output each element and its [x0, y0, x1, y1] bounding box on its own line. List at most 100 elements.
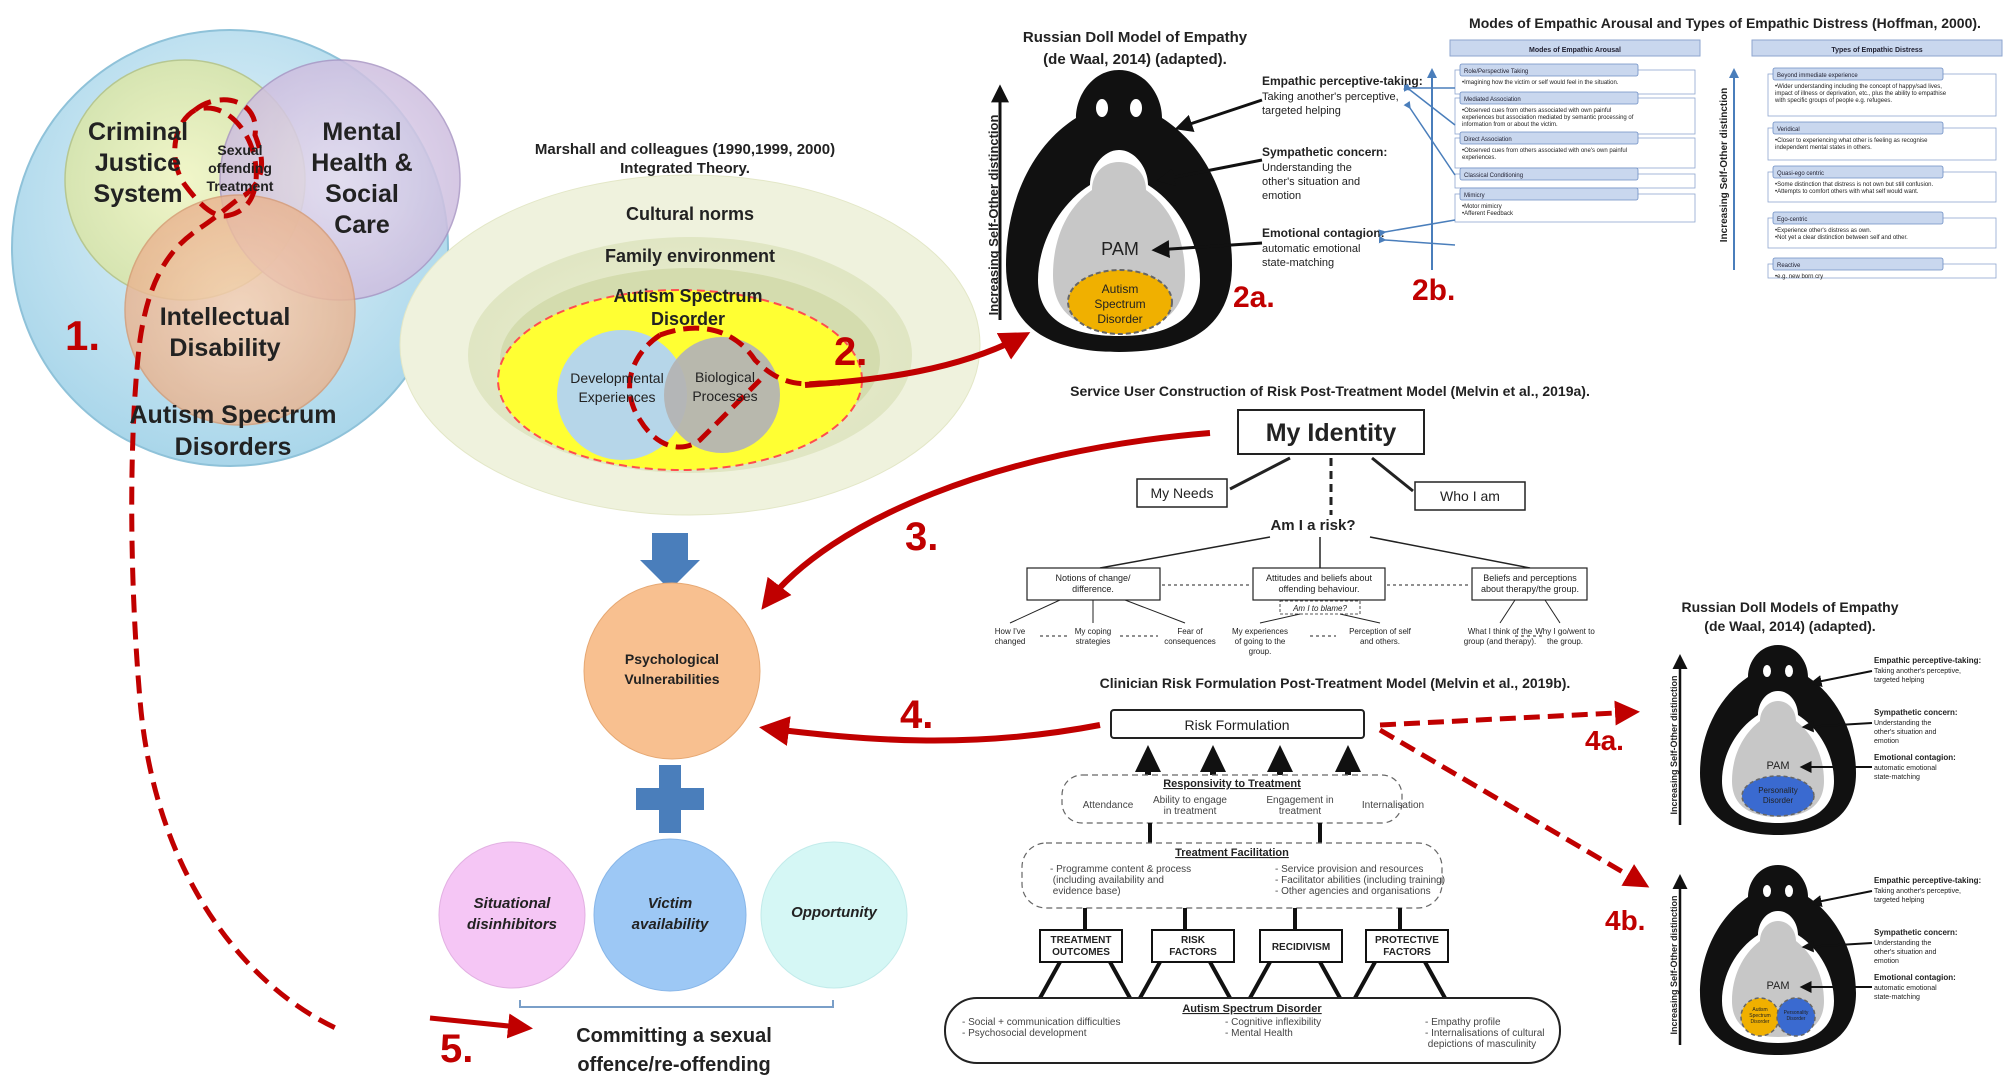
- clinician-model: Clinician Risk Formulation Post-Treatmen…: [900, 675, 1570, 1064]
- number-2a: 2a.: [1233, 281, 1275, 314]
- doll-main-perspective-title: Empathic perceptive-taking:: [1262, 74, 1423, 88]
- red-arrows: [429, 332, 1650, 1039]
- clinician-fac-left: - Programme content & process (including…: [1050, 864, 1191, 897]
- doll-small-title: Russian Doll Models of Empathy(de Waal, …: [1681, 599, 1898, 634]
- russian-doll-main: Russian Doll Model of Empathy(de Waal, 2…: [986, 29, 1423, 352]
- hoffman-modes: Role/Perspective Taking •Imagining how th…: [1454, 63, 1696, 223]
- number-2: 2.: [834, 330, 867, 374]
- hoffman-mode-label: Role/Perspective Taking: [1464, 69, 1528, 75]
- marshall-title: Marshall and colleagues (1990,1999, 2000…: [535, 141, 835, 177]
- doll-small-contagion-title: Emotional contagion:: [1874, 753, 1956, 762]
- service-user-box1: Notions of change/difference.: [1055, 573, 1131, 594]
- clinician-fac-right: - Service provision and resources- Facil…: [1275, 864, 1445, 897]
- number-4a: 4a.: [1585, 725, 1624, 756]
- number-3: 3.: [905, 515, 938, 559]
- hoffman-mode-label: Mimicry: [1464, 193, 1485, 199]
- clinician-asd: Autism Spectrum Disorder: [1182, 1003, 1322, 1015]
- clinician-responsivity: Responsivity to Treatment: [1163, 778, 1301, 790]
- doll-main-axis: Increasing Self-Other distinction: [986, 115, 1001, 316]
- service-user-identity: My Identity: [1266, 419, 1397, 447]
- hoffman-mode-text: •Imagining how the victim or self would …: [1462, 80, 1619, 86]
- hoffman-mode-text: •Observed cues from others associated wi…: [1462, 108, 1634, 128]
- doll-main-perspective-text: Taking another's perceptive,targeted hel…: [1262, 91, 1399, 117]
- doll-small-pam: PAM: [1766, 760, 1789, 772]
- service-user-model: Service User Construction of Risk Post-T…: [905, 383, 1595, 656]
- label-family-environment: Family environment: [605, 246, 775, 266]
- hoffman-type-text: •e.g. new born cry: [1775, 274, 1823, 280]
- number-4b: 4b.: [1605, 905, 1645, 936]
- doll-small-contagion-title: Emotional contagion:: [1874, 973, 1956, 982]
- doll-main-title: Russian Doll Model of Empathy(de Waal, 2…: [1023, 29, 1248, 68]
- hoffman-type-label: Ego-centric: [1777, 217, 1807, 223]
- hoffman-type-label: Quasi-ego centric: [1777, 171, 1824, 177]
- doll-small-perspective-text: Taking another's perceptive,targeted hel…: [1874, 668, 1961, 684]
- hoffman-type-label: Veridical: [1777, 127, 1800, 133]
- hoffman-type-label: Beyond immediate experience: [1777, 73, 1858, 79]
- hoffman-mode-label: Direct Association: [1464, 137, 1512, 143]
- clinician-asd-col2: - Cognitive inflexibility- Mental Health: [1225, 1017, 1321, 1039]
- clinician-factor-box: RECIDIVISM: [1272, 942, 1330, 953]
- hoffman-table: Modes of Empathic Arousal and Types of E…: [1378, 15, 2003, 307]
- doll-main-contagion-title: Emotional contagion:: [1262, 226, 1385, 240]
- doll-small-perspective-title: Empathic perceptive-taking:: [1874, 656, 1981, 665]
- hoffman-mode-label: Mediated Association: [1464, 97, 1521, 103]
- plus-icon: [636, 765, 704, 833]
- doll-small-perspective-title: Empathic perceptive-taking:: [1874, 876, 1981, 885]
- marshall-theory: Marshall and colleagues (1990,1999, 2000…: [399, 141, 981, 516]
- hoffman-types: Beyond immediate experience•Wider unders…: [1767, 67, 1997, 280]
- russian-doll-small: Russian Doll Models of Empathy(de Waal, …: [1585, 599, 1981, 1055]
- responsivity-item: Attendance: [1083, 800, 1134, 811]
- doll-small-perspective-text: Taking another's perceptive,targeted hel…: [1874, 888, 1961, 904]
- hoffman-type-text: •Closer to experiencing what other is fe…: [1775, 138, 1928, 151]
- number-4: 4.: [900, 693, 933, 737]
- service-user-risk: Am I a risk?: [1270, 517, 1355, 534]
- hoffman-axis: Increasing Self-Other distinction: [1719, 88, 1730, 242]
- clinician-asd-col1: - Social + communication difficulties- P…: [962, 1017, 1121, 1039]
- clinician-asd-col3: - Empathy profile- Internalisations of c…: [1425, 1017, 1545, 1050]
- service-user-needs: My Needs: [1150, 485, 1213, 501]
- hoffman-type-label: Reactive: [1777, 263, 1801, 269]
- hoffman-mode-text: •Motor mimicry•Afferent Feedback: [1462, 204, 1514, 217]
- service-user-who: Who I am: [1440, 488, 1500, 504]
- hoffman-col2: Types of Empathic Distress: [1831, 47, 1922, 54]
- doll-small-axis: Increasing Self-Other distinction: [1669, 675, 1679, 814]
- hoffman-type-text: •Some distinction that distress is not o…: [1775, 182, 1934, 195]
- down-arrow-icon: [640, 533, 700, 590]
- doll-small-sympathetic-title: Sympathetic concern:: [1874, 928, 1958, 937]
